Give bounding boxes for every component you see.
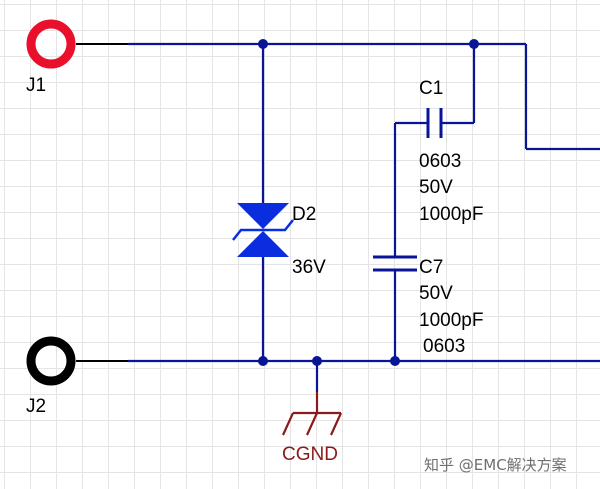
connector-j2-label: J2 [26, 396, 46, 417]
ground-tine-2-icon [305, 412, 319, 436]
connector-j1-terminal-icon [26, 19, 76, 69]
c1-ref-label: C1 [419, 78, 443, 99]
junctions [258, 39, 479, 366]
connector-j1[interactable]: J1 [26, 19, 76, 96]
c7-voltage-label: 50V [419, 283, 453, 304]
ground-tine-1-icon [281, 412, 295, 436]
c1-voltage-label: 50V [419, 177, 453, 198]
watermark: 知乎 @EMC解决方案 [424, 456, 567, 474]
wires [76, 42, 600, 392]
c7-ref-label: C7 [419, 257, 443, 278]
c7-capacitance-label: 1000pF [419, 310, 483, 331]
ground-tine-3-icon [329, 412, 343, 436]
c1-package-label: 0603 [419, 151, 461, 172]
junction-dot-d2-top [258, 39, 268, 49]
tvs-upper-triangle-icon [237, 203, 289, 229]
junction-dot-c7-bottom [390, 356, 400, 366]
junction-dot-c1-top [469, 39, 479, 49]
c1-capacitance-label: 1000pF [419, 204, 483, 225]
d2-ref-label: D2 [292, 204, 316, 225]
connector-j2[interactable]: J2 [26, 336, 76, 417]
chassis-ground[interactable]: CGND [281, 392, 343, 465]
junction-dot-d2-bottom [258, 356, 268, 366]
capacitor-c7[interactable]: C7 50V 1000pF 0603 [373, 255, 483, 357]
junction-dot-ground [312, 356, 322, 366]
connector-j2-terminal-icon [26, 336, 76, 386]
d2-value-label: 36V [292, 257, 326, 278]
tvs-diode-d2[interactable]: D2 36V [232, 203, 326, 278]
tvs-cathode-bar-icon [232, 219, 294, 241]
connector-j1-label: J1 [26, 75, 46, 96]
capacitor-c1[interactable]: C1 0603 50V 1000pF [419, 78, 483, 225]
c7-package-label: 0603 [423, 336, 465, 357]
tvs-lower-triangle-icon [237, 231, 289, 257]
ground-net-label: CGND [282, 444, 338, 465]
